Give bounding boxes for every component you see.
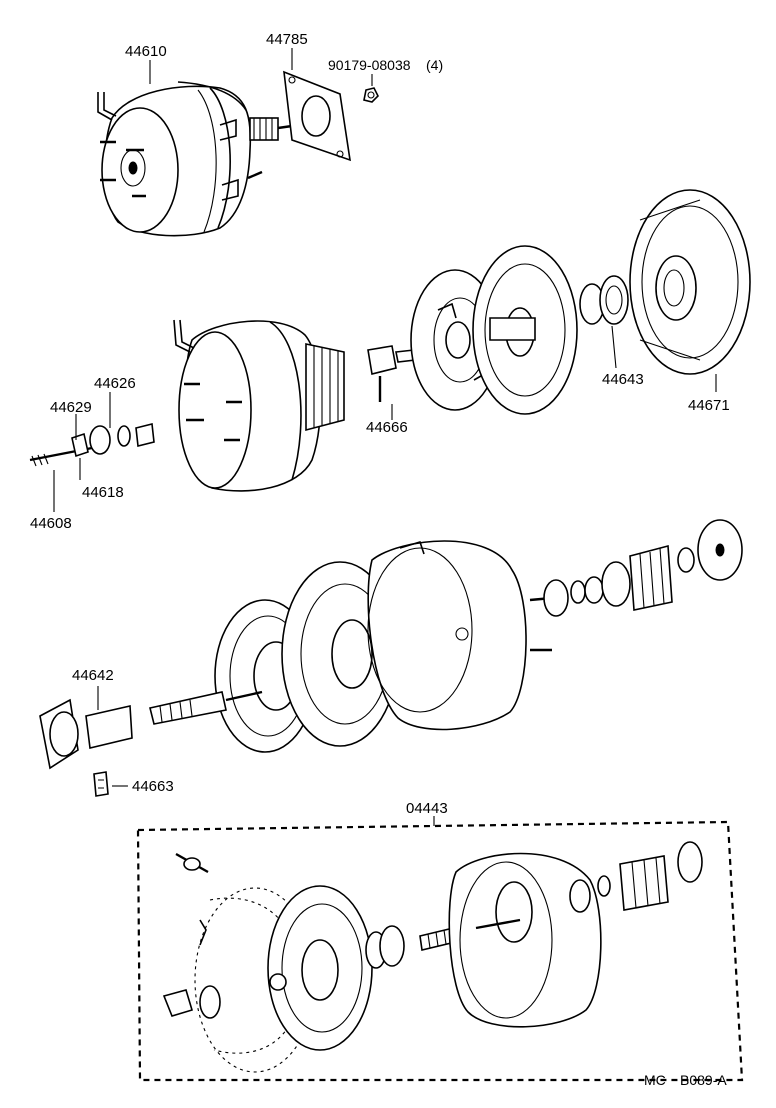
label-44666: 44666 (366, 419, 408, 436)
kit-04443-frame (136, 820, 744, 1082)
booster-rear-shell (472, 245, 578, 415)
label-44608: 44608 (30, 515, 72, 532)
label-44629: 44629 (50, 399, 92, 416)
label-44785: 44785 (266, 31, 308, 48)
push-rod-parts (29, 423, 155, 467)
label-44643: 44643 (602, 371, 644, 388)
label-44663: 44663 (132, 778, 174, 795)
kit-04443-parts (162, 841, 703, 1073)
gasket-44785 (283, 70, 351, 162)
footer-code-left: MC (644, 1072, 666, 1088)
label-90179-qty: (4) (426, 57, 443, 73)
label-44610: 44610 (125, 43, 167, 60)
label-04443: 04443 (406, 800, 448, 817)
nut-90179-08038 (363, 87, 379, 103)
label-44618: 44618 (82, 484, 124, 501)
clip-44663 (93, 771, 109, 797)
leader-lines (53, 48, 717, 826)
cover-44671 (629, 189, 751, 375)
label-44642: 44642 (72, 667, 114, 684)
seal-ring-44643 (579, 275, 629, 325)
valve-body-44642 (39, 698, 133, 770)
booster-lower-shell (367, 540, 553, 731)
footer-code-right: B089-A (680, 1072, 727, 1088)
booster-lower-rear-parts (543, 519, 743, 617)
booster-assembly-44610 (97, 81, 293, 237)
label-44626: 44626 (94, 375, 136, 392)
booster-front-shell (173, 319, 433, 492)
label-90179-08038: 90179-08038 (328, 57, 411, 73)
label-44671: 44671 (688, 397, 730, 414)
